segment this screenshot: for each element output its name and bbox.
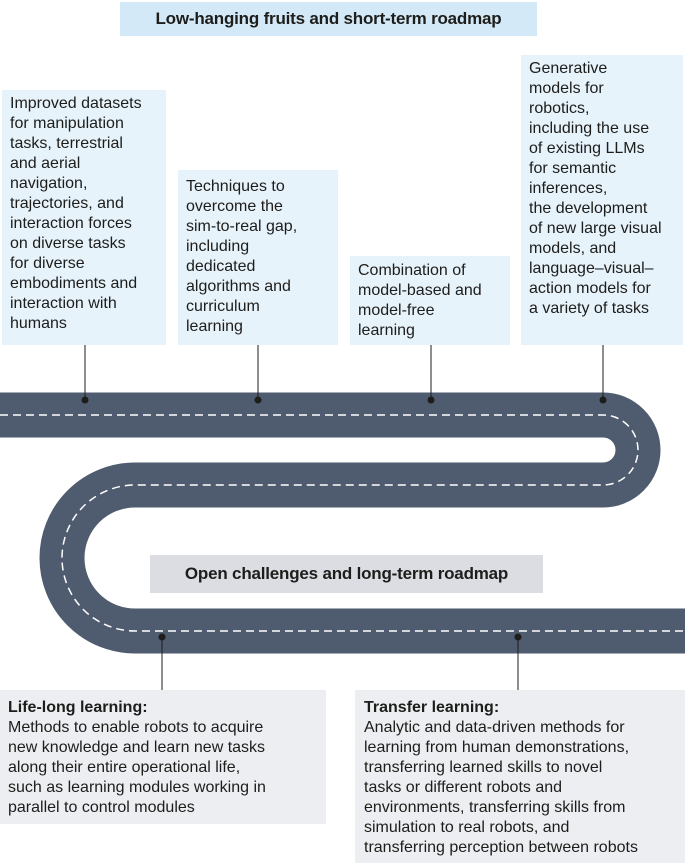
short-term-item-datasets: Improved datasets for manipulation tasks… — [2, 90, 166, 345]
item-text: Combination of model-based and model-fre… — [358, 262, 482, 339]
milestone-dot — [81, 396, 89, 404]
road-center-marking — [0, 414, 685, 632]
item-text: Techniques to overcome the sim-to-real g… — [186, 178, 298, 335]
short-term-item-sim-to-real: Techniques to overcome the sim-to-real g… — [178, 170, 338, 345]
road — [0, 392, 685, 654]
milestone-dot — [158, 633, 166, 641]
long-term-item-transfer-learning: Transfer learning: Analytic and data-dri… — [355, 690, 685, 863]
item-title: Transfer learning: — [364, 699, 500, 716]
long-term-item-life-long-learning: Life-long learning: Methods to enable ro… — [0, 690, 326, 824]
item-title: Life-long learning: — [8, 699, 148, 716]
milestone-dot — [599, 396, 607, 404]
item-text: Improved datasets for manipulation tasks… — [10, 95, 142, 332]
short-term-item-generative-models: Generative models for robotics, includin… — [521, 55, 683, 345]
milestone-dot — [514, 633, 522, 641]
short-term-roadmap-header: Low-hanging fruits and short-term roadma… — [120, 2, 537, 36]
item-text: Methods to enable robots to acquire new … — [8, 719, 266, 816]
long-term-roadmap-header: Open challenges and long-term roadmap — [150, 555, 543, 593]
item-text: Analytic and data-driven methods for lea… — [364, 719, 638, 856]
short-term-item-model-based: Combination of model-based and model-fre… — [350, 256, 510, 345]
item-text: Generative models for robotics, includin… — [529, 60, 662, 317]
milestone-dot — [427, 396, 435, 404]
milestone-dot — [254, 396, 262, 404]
